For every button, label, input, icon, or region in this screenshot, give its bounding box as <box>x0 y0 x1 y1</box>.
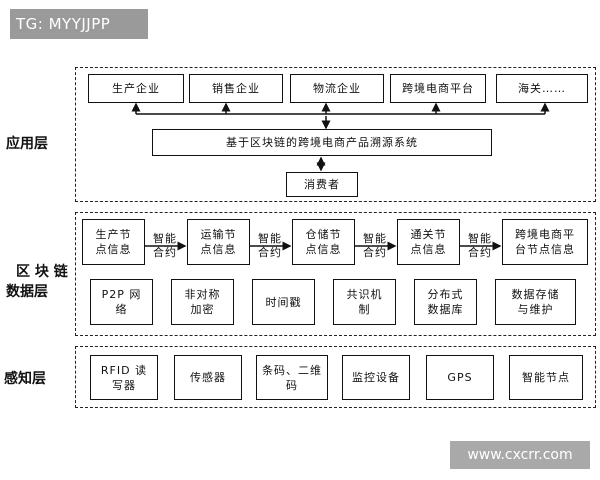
smart-contract-label-4: 智能合约 <box>468 232 492 259</box>
blockchain-layer-panel <box>75 212 596 336</box>
node-warehouse: 仓储节点信息 <box>292 219 355 265</box>
smart-contract-label-2: 智能合约 <box>258 232 282 259</box>
tech-p2p-network: P2P 网络 <box>90 279 153 325</box>
node-transport: 运输节点信息 <box>187 219 250 265</box>
traceability-system-box: 基于区块链的跨境电商产品溯源系统 <box>152 129 492 156</box>
tech-asymmetric-encryption: 非对称加密 <box>171 279 234 325</box>
tech-data-storage-maintenance: 数据存储与维护 <box>495 279 576 325</box>
device-barcode-qrcode: 条码、二维码 <box>256 355 328 400</box>
tech-consensus-mechanism: 共识机制 <box>333 279 396 325</box>
perception-layer-panel <box>75 346 596 408</box>
tech-timestamp: 时间戳 <box>252 279 315 325</box>
device-gps: GPS <box>426 355 494 400</box>
device-monitoring-equipment: 监控设备 <box>342 355 410 400</box>
entity-ecommerce-platform: 跨境电商平台 <box>390 74 486 103</box>
node-production: 生产节点信息 <box>82 219 145 265</box>
blockchain-layer-label-line2: 数据层 <box>6 284 48 300</box>
device-sensor: 传感器 <box>174 355 242 400</box>
device-rfid-reader: RFID 读写器 <box>90 355 158 400</box>
entity-production-enterprise: 生产企业 <box>88 74 184 103</box>
entity-logistics-enterprise: 物流企业 <box>290 74 384 103</box>
entity-customs: 海关…… <box>496 74 588 103</box>
smart-contract-label-1: 智能合约 <box>153 232 177 259</box>
node-customs-clearance: 通关节点信息 <box>397 219 460 265</box>
node-ecommerce-platform: 跨境电商平台节点信息 <box>502 219 588 265</box>
application-layer-panel <box>75 67 596 202</box>
blockchain-layer-label-line1: 区 块 链 <box>16 264 68 280</box>
consumer-box: 消费者 <box>286 172 358 197</box>
device-smart-node: 智能节点 <box>509 355 583 400</box>
perception-layer-label: 感知层 <box>4 371 46 387</box>
tech-distributed-database: 分布式数据库 <box>414 279 477 325</box>
watermark: www.cxcrr.com <box>450 441 590 469</box>
application-layer-label: 应用层 <box>6 136 48 152</box>
smart-contract-label-3: 智能合约 <box>363 232 387 259</box>
entity-sales-enterprise: 销售企业 <box>189 74 283 103</box>
tag-label: TG: MYYJJPP <box>10 9 148 39</box>
